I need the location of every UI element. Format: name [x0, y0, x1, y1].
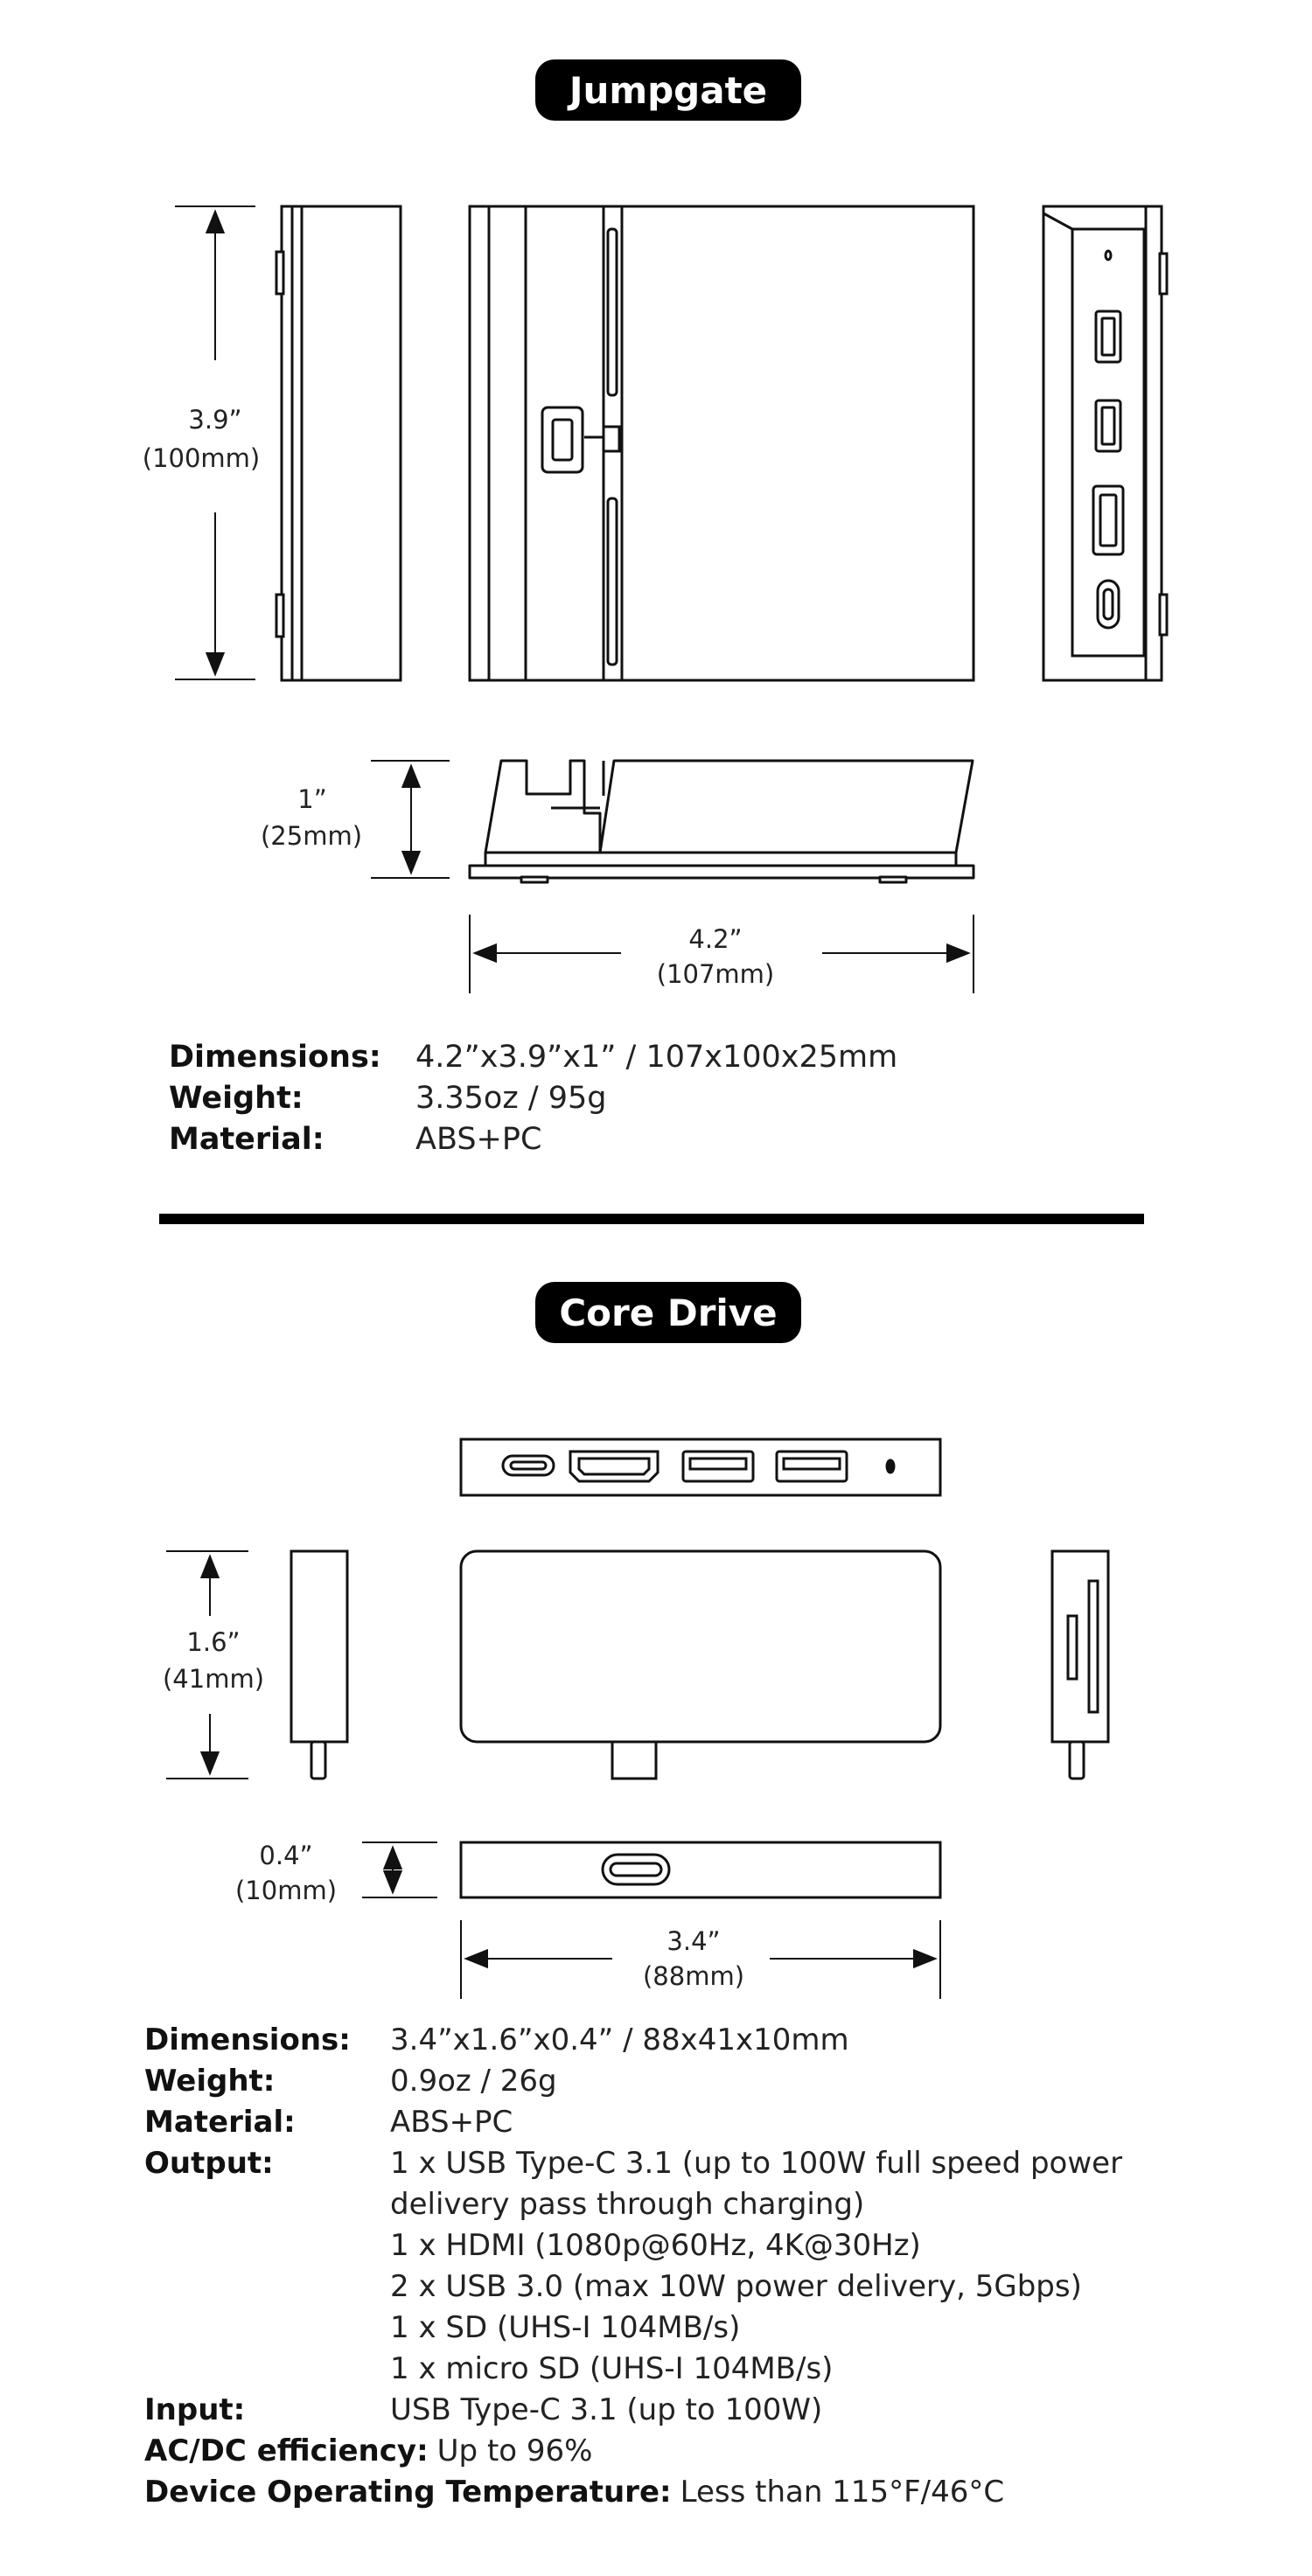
- output-line: delivery pass through charging): [390, 2187, 865, 2222]
- core-drive-spec-input: Input: USB Type-C 3.1 (up to 100W): [144, 2390, 1122, 2431]
- jumpgate-depth-dimension: [371, 760, 450, 879]
- core-drive-side-view: [290, 1549, 349, 1780]
- jumpgate-spec-dimensions: Dimensions: 4.2”x3.9”x1” / 107x100x25mm: [169, 1037, 897, 1078]
- jumpgate-width-mm: (107mm): [657, 959, 774, 989]
- section-divider: [159, 1214, 1144, 1224]
- jumpgate-title: Jumpgate: [535, 59, 801, 121]
- spec-label: Material:: [144, 2105, 296, 2140]
- jumpgate-port-view: [1042, 205, 1169, 682]
- output-line: 1 x SD (UHS-I 104MB/s): [390, 2310, 741, 2345]
- core-drive-height-in: 1.6”: [186, 1627, 240, 1657]
- output-lines: 1 x USB Type-C 3.1 (up to 100W full spee…: [390, 2143, 1122, 2390]
- spec-label: Output:: [144, 2146, 274, 2181]
- jumpgate-spec-weight: Weight: 3.35oz / 95g: [169, 1078, 897, 1119]
- output-line: 1 x HDMI (1080p@60Hz, 4K@30Hz): [390, 2228, 921, 2263]
- core-drive-spec-weight: Weight: 0.9oz / 26g: [144, 2061, 1122, 2102]
- spec-value: Up to 96%: [436, 2433, 593, 2468]
- spec-value: 3.35oz / 95g: [415, 1081, 607, 1116]
- spec-value: 0.9oz / 26g: [390, 2064, 557, 2099]
- output-line: 1 x micro SD (UHS-I 104MB/s): [390, 2351, 834, 2386]
- core-drive-height-dimension: [166, 1550, 248, 1779]
- core-drive-front-view: [459, 1549, 942, 1780]
- spec-label: AC/DC efficiency:: [144, 2433, 429, 2468]
- core-drive-width-dimension: [460, 1920, 941, 1999]
- core-drive-bottom-view: [459, 1841, 942, 1899]
- core-drive-spec-temperature: Device Operating Temperature: Less than …: [144, 2472, 1122, 2513]
- core-drive-spec-efficiency: AC/DC efficiency: Up to 96%: [144, 2431, 1122, 2472]
- jumpgate-side-view: [275, 205, 402, 682]
- spec-label: Dimensions:: [169, 1040, 381, 1075]
- jumpgate-height-mm: (100mm): [143, 443, 260, 473]
- core-drive-depth-mm: (10mm): [235, 1876, 337, 1905]
- spec-value: 3.4”x1.6”x0.4” / 88x41x10mm: [390, 2023, 849, 2057]
- jumpgate-specs: Dimensions: 4.2”x3.9”x1” / 107x100x25mm …: [169, 1037, 897, 1160]
- jumpgate-front-view: [468, 205, 975, 682]
- spec-label: Device Operating Temperature:: [144, 2475, 672, 2510]
- spec-value: Less than 115°F/46°C: [680, 2475, 1005, 2510]
- core-drive-width-in: 3.4”: [666, 1926, 720, 1956]
- jumpgate-height-in: 3.9”: [188, 405, 241, 435]
- output-line: 1 x USB Type-C 3.1 (up to 100W full spee…: [390, 2146, 1123, 2181]
- jumpgate-spec-material: Material: ABS+PC: [169, 1119, 897, 1160]
- core-drive-width-mm: (88mm): [643, 1961, 744, 1991]
- spec-value: 4.2”x3.9”x1” / 107x100x25mm: [415, 1040, 898, 1075]
- core-drive-depth-in: 0.4”: [259, 1841, 312, 1870]
- spec-label: Material:: [169, 1122, 325, 1157]
- spec-value: ABS+PC: [415, 1122, 542, 1157]
- spec-label: Weight:: [144, 2064, 276, 2099]
- core-drive-port-strip: [459, 1438, 942, 1497]
- jumpgate-width-dimension: [469, 915, 974, 993]
- core-drive-spec-output: Output: 1 x USB Type-C 3.1 (up to 100W f…: [144, 2143, 1122, 2390]
- core-drive-height-mm: (41mm): [163, 1664, 264, 1694]
- jumpgate-width-in: 4.2”: [688, 924, 742, 954]
- spec-value: ABS+PC: [390, 2105, 513, 2140]
- jumpgate-profile-view: [468, 759, 975, 884]
- core-drive-spec-material: Material: ABS+PC: [144, 2102, 1122, 2143]
- jumpgate-depth-in: 1”: [297, 784, 326, 814]
- spec-label: Weight:: [169, 1081, 304, 1116]
- core-drive-specs: Dimensions: 3.4”x1.6”x0.4” / 88x41x10mm …: [144, 2020, 1122, 2513]
- core-drive-title: Core Drive: [535, 1282, 801, 1343]
- spec-label: Dimensions:: [144, 2023, 351, 2057]
- spec-label: Input:: [144, 2392, 246, 2427]
- core-drive-depth-dimension: [362, 1841, 437, 1898]
- core-drive-spec-dimensions: Dimensions: 3.4”x1.6”x0.4” / 88x41x10mm: [144, 2020, 1122, 2061]
- core-drive-sd-side-view: [1050, 1549, 1110, 1780]
- jumpgate-depth-mm: (25mm): [261, 821, 362, 851]
- jumpgate-height-dimension: [175, 205, 255, 680]
- output-line: 2 x USB 3.0 (max 10W power delivery, 5Gb…: [390, 2269, 1082, 2304]
- spec-value: USB Type-C 3.1 (up to 100W): [390, 2392, 823, 2427]
